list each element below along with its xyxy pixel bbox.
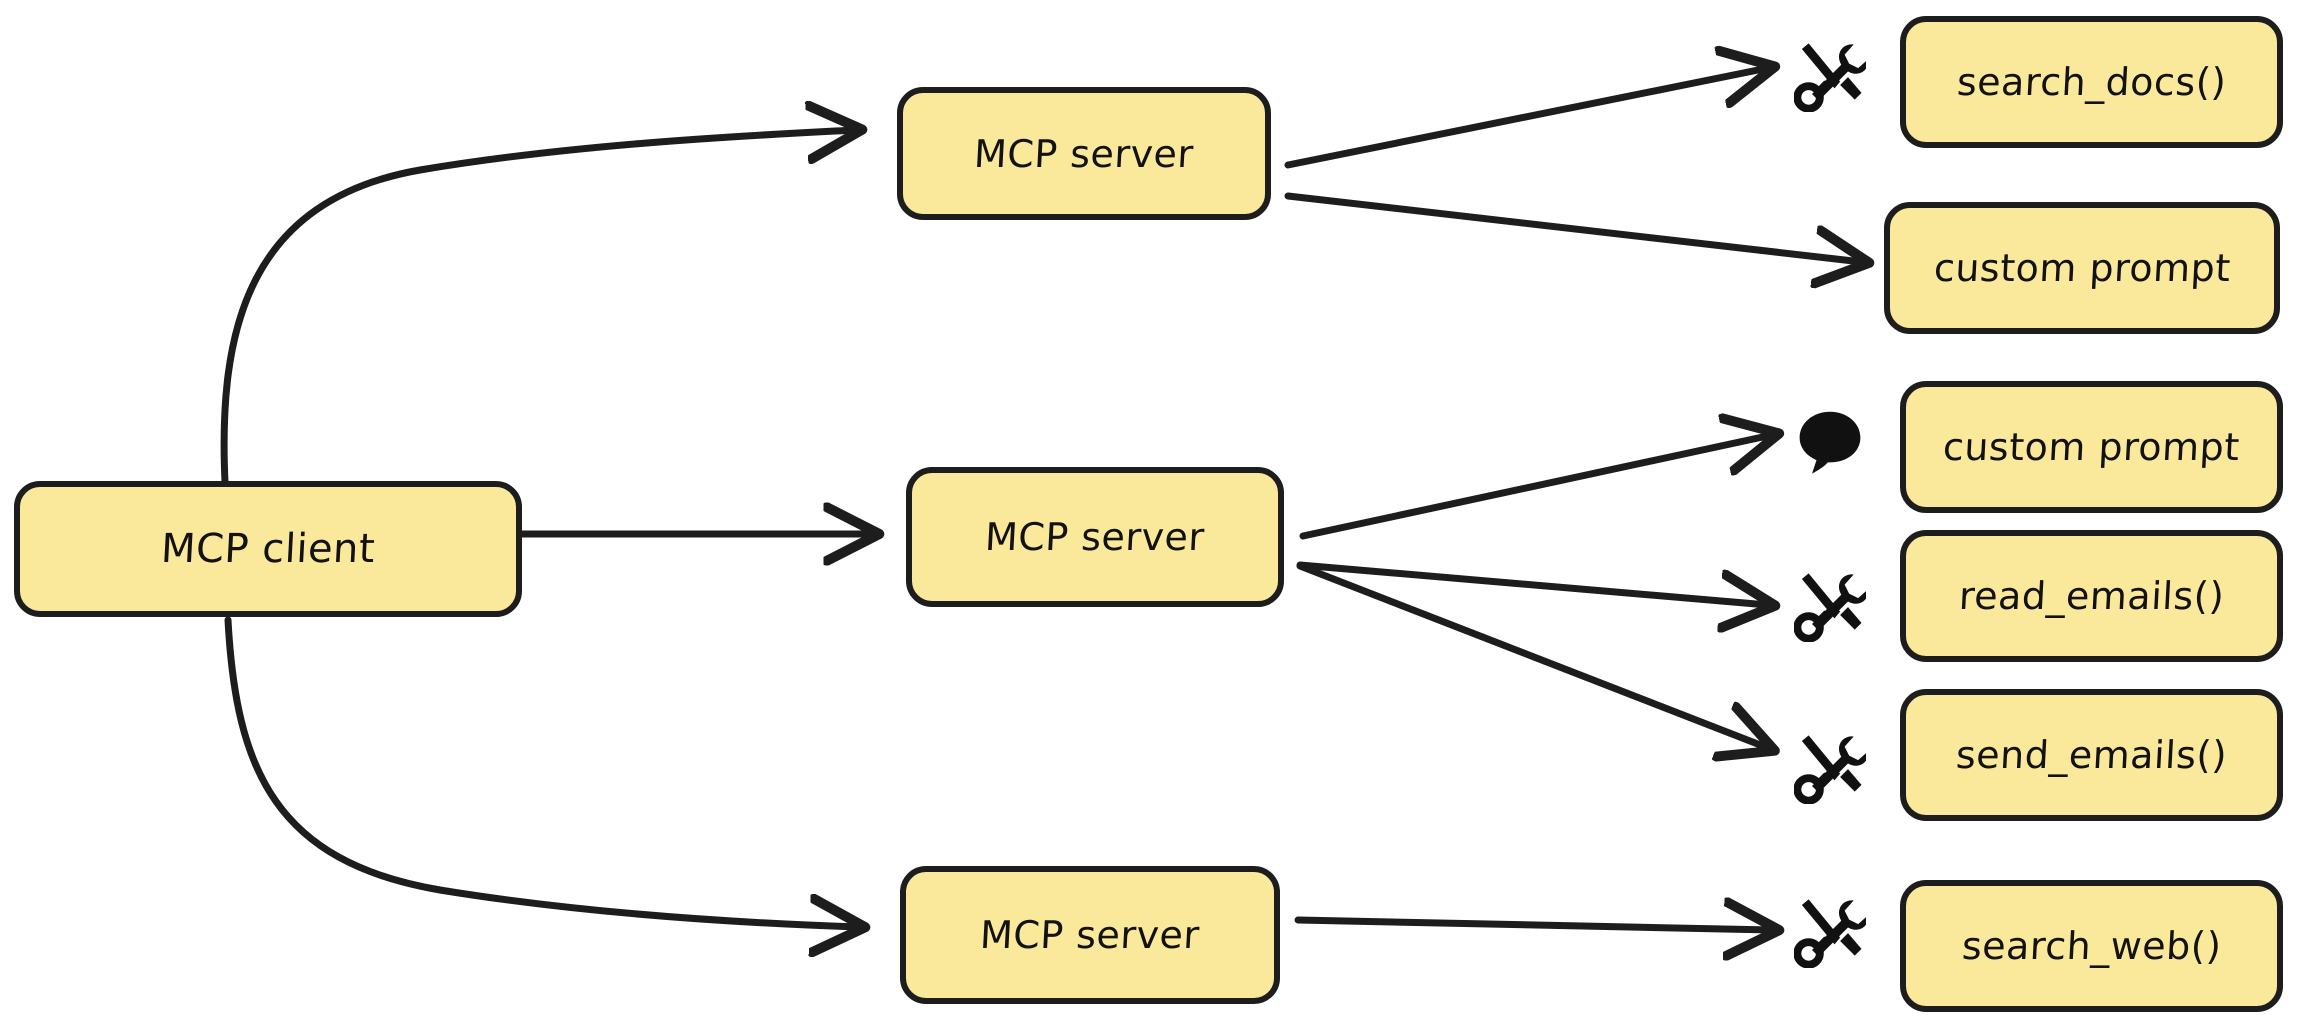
edge-server3-to-leaf6 [1294, 920, 1772, 930]
node-label: send_emails() [1954, 733, 2229, 777]
tools-icon [1794, 896, 1866, 968]
edge-client-to-server3 [224, 616, 858, 927]
node-label: MCP client [159, 526, 377, 572]
speech-bubble-icon [1794, 405, 1866, 477]
node-label: MCP server [984, 515, 1206, 559]
edge-server2-to-leaf3 [1299, 435, 1772, 540]
node-label: search_web() [1960, 924, 2223, 968]
edge-server2-to-leaf5 [1296, 562, 1768, 748]
node-leaf4[interactable]: read_emails() [1900, 530, 2283, 662]
tools-icon [1794, 570, 1866, 642]
node-client[interactable]: MCP client [14, 481, 522, 617]
node-label: custom prompt [1932, 246, 2232, 290]
node-server1[interactable]: MCP server [897, 87, 1271, 220]
node-label: MCP server [973, 131, 1195, 176]
node-leaf3[interactable]: custom prompt [1900, 381, 2283, 513]
node-label: custom prompt [1941, 425, 2242, 469]
node-server3[interactable]: MCP server [900, 866, 1280, 1004]
node-server2[interactable]: MCP server [906, 467, 1284, 607]
node-leaf1[interactable]: search_docs() [1900, 16, 2283, 148]
edge-server1-to-leaf1 [1284, 68, 1768, 169]
tools-icon [1794, 40, 1866, 112]
node-leaf6[interactable]: search_web() [1900, 880, 2283, 1012]
edge-client-to-server1 [220, 130, 855, 486]
node-label: read_emails() [1957, 574, 2226, 618]
node-leaf5[interactable]: send_emails() [1900, 689, 2283, 821]
node-label: MCP server [979, 913, 1201, 957]
edge-server2-to-leaf4 [1296, 561, 1768, 605]
node-label: search_docs() [1955, 60, 2228, 104]
edge-server1-to-leaf2 [1284, 192, 1862, 262]
node-leaf2[interactable]: custom prompt [1884, 202, 2280, 334]
tools-icon [1794, 732, 1866, 804]
